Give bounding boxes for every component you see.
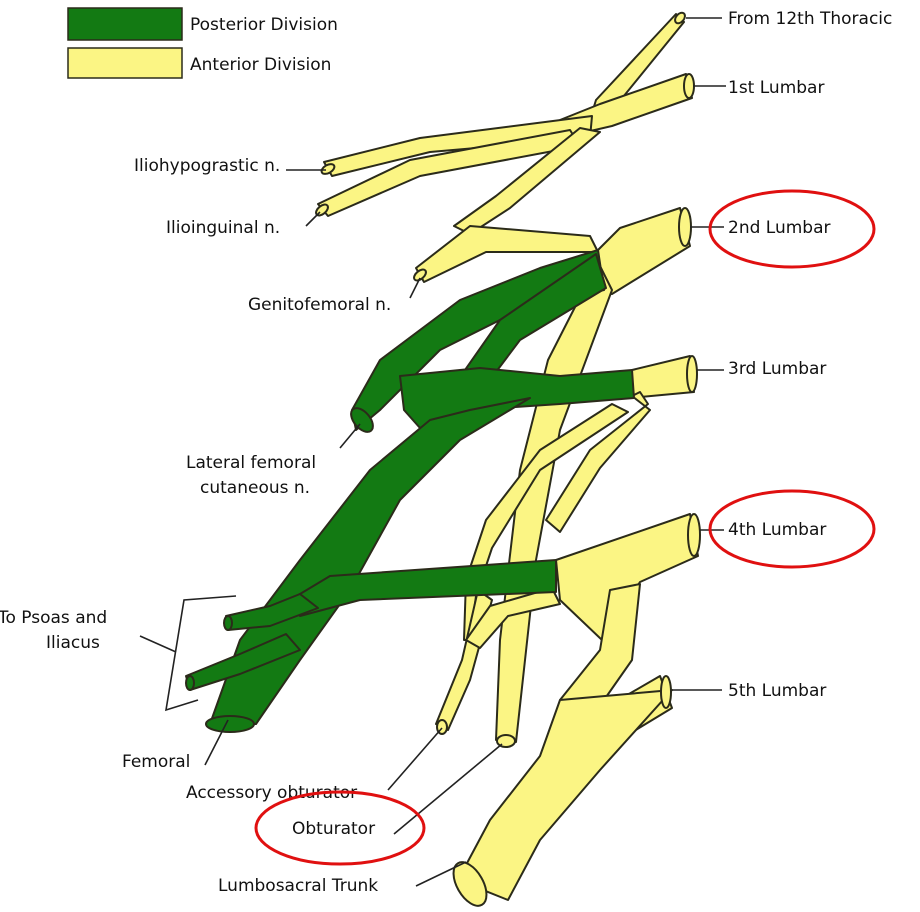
label-l3: 3rd Lumbar — [728, 359, 826, 379]
label-genitofemoral: Genitofemoral n. — [248, 295, 391, 315]
legend-posterior-swatch — [68, 8, 182, 40]
label-lateral-femoral-2: cutaneous n. — [200, 478, 310, 498]
lumbosacral-trunk-nerve — [458, 690, 672, 900]
label-obturator: Obturator — [292, 819, 375, 839]
label-femoral: Femoral — [122, 752, 190, 772]
anterior-division-nerves — [314, 11, 700, 907]
label-psoas-1: To Psoas and — [0, 608, 107, 628]
root-labels: From 12th Thoracic 1st Lumbar 2nd Lumbar… — [728, 9, 892, 701]
label-l2: 2nd Lumbar — [728, 218, 831, 238]
label-ilioinguinal: Ilioinguinal n. — [166, 218, 280, 238]
label-t12: From 12th Thoracic — [728, 9, 892, 29]
label-l1: 1st Lumbar — [728, 78, 824, 98]
femoral-cap — [206, 716, 254, 732]
label-lumbosacral-trunk: Lumbosacral Trunk — [218, 876, 378, 896]
label-l4: 4th Lumbar — [728, 520, 826, 540]
label-l5: 5th Lumbar — [728, 681, 826, 701]
l5-cap — [661, 676, 671, 708]
psoas-upper-cap — [224, 616, 232, 630]
legend-posterior-label: Posterior Division — [190, 15, 338, 35]
l2-cap — [679, 208, 691, 246]
label-iliohypogastric: Iliohypograstic n. — [134, 156, 280, 176]
l2-root-nerve — [596, 208, 690, 294]
l1-cap — [684, 74, 694, 98]
label-lateral-femoral-1: Lateral femoral — [186, 453, 316, 473]
legend-anterior-label: Anterior Division — [190, 55, 331, 75]
l3-cap — [687, 356, 697, 392]
legend: Posterior Division Anterior Division — [68, 8, 338, 78]
label-psoas-2: Iliacus — [46, 633, 100, 653]
legend-anterior-swatch — [68, 48, 182, 78]
l4-cap — [688, 514, 700, 556]
t12-cap — [673, 11, 687, 25]
psoas-lower-cap — [186, 676, 194, 690]
